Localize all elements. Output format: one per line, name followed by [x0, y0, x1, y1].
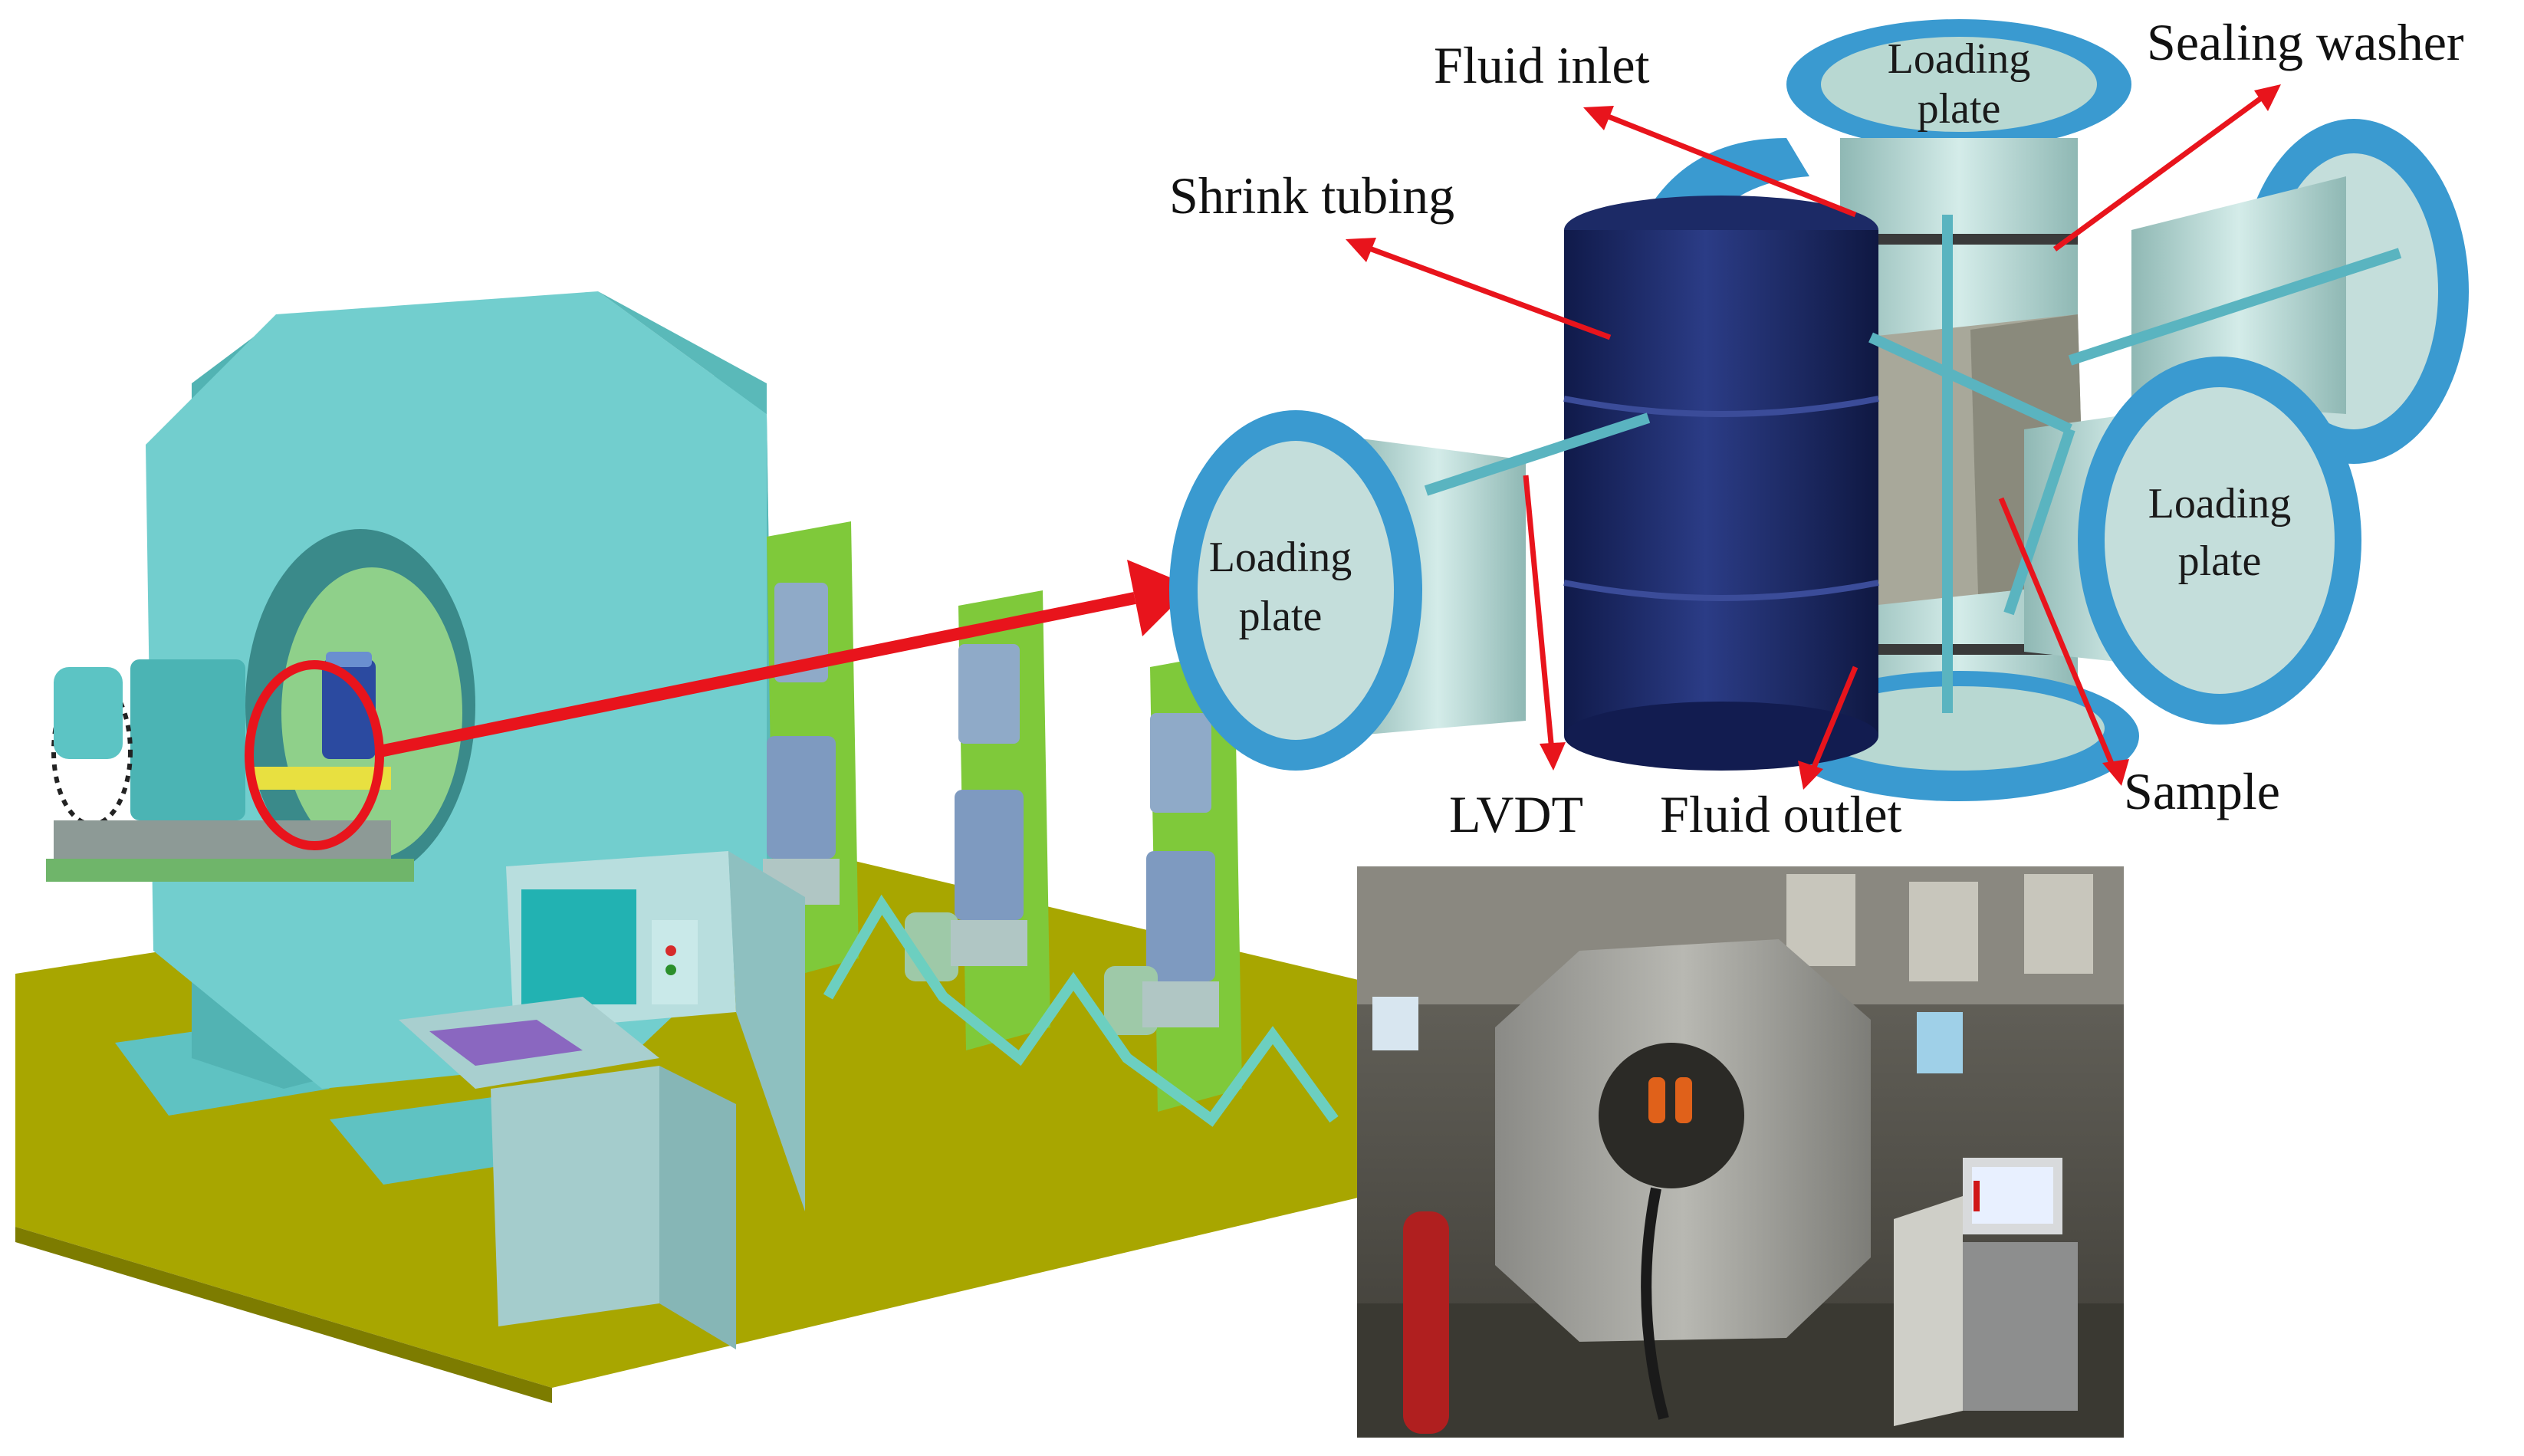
left-flange-inner: [1198, 441, 1394, 740]
label-shrink-tubing: Shrink tubing: [1169, 166, 1454, 225]
pump-frame-legs: [823, 894, 1339, 1127]
label-sample: Sample: [2124, 762, 2280, 820]
floor-edge: [15, 1227, 552, 1403]
top-plate-label-2: plate: [1918, 85, 2001, 133]
arrow-fluid-outlet: [1806, 666, 1858, 780]
shrink-tubing: [1563, 196, 1879, 771]
arrow-shrink-tubing: [1356, 241, 1612, 340]
side-loader-housing: [130, 659, 245, 820]
callout-arrows: [1346, 84, 2281, 790]
top-flange-inner: [1821, 37, 2097, 132]
pump-panel-3: [1104, 652, 1242, 1112]
top-plate-label-1: Loading: [1888, 35, 2031, 83]
bottom-flange-inner: [1813, 686, 2105, 771]
arrow-lvdt: [1523, 475, 1556, 760]
arrow-fluid-inlet: [1593, 108, 1857, 218]
photo-bore: [1599, 1043, 1744, 1188]
control-console: [399, 851, 805, 1349]
bore-sample-cell: [322, 659, 376, 759]
side-loader-cylinder: [54, 667, 123, 759]
right-plate-label-1: Loading: [2148, 480, 2292, 528]
exploded-cell: Loading plate Loading plate Loading plat…: [1169, 19, 2469, 801]
right-plate-label-2: plate: [2178, 537, 2262, 585]
label-lvdt: LVDT: [1449, 785, 1583, 843]
cad-apparatus: [15, 291, 1365, 1403]
zoom-arrow: [378, 592, 1136, 758]
label-fluid-outlet: Fluid outlet: [1660, 785, 1902, 843]
pump-panel-2: [905, 590, 1050, 1050]
photo-inset: [1357, 866, 2124, 1438]
arrow-sealing-washer: [2052, 90, 2272, 251]
arrow-sample: [1998, 497, 2119, 776]
left-plate-label-2: plate: [1239, 593, 1323, 640]
back-right-cylinder: [2131, 176, 2346, 414]
sealing-washer-band-top: [1840, 234, 2078, 245]
lvdt-rods: [1424, 215, 2402, 713]
zoom-arrow-head: [1127, 560, 1192, 636]
right-front-flange-inner: [2105, 387, 2335, 694]
pump-panel-1: [763, 521, 859, 981]
photo-cabinet: [1963, 1242, 2078, 1411]
bore-sample-cell-top: [326, 652, 372, 667]
side-loader-rail-base: [46, 859, 414, 882]
label-fluid-inlet: Fluid inlet: [1434, 36, 1650, 94]
highlight-circle: [245, 660, 384, 850]
sealing-washer-band-bot: [1840, 644, 2078, 655]
bore-yellow-plate: [253, 767, 391, 790]
label-sealing-washer: Sealing washer: [2147, 13, 2464, 71]
photo-gas-cylinder: [1403, 1211, 1449, 1434]
left-plate-label-1: Loading: [1209, 534, 1352, 581]
